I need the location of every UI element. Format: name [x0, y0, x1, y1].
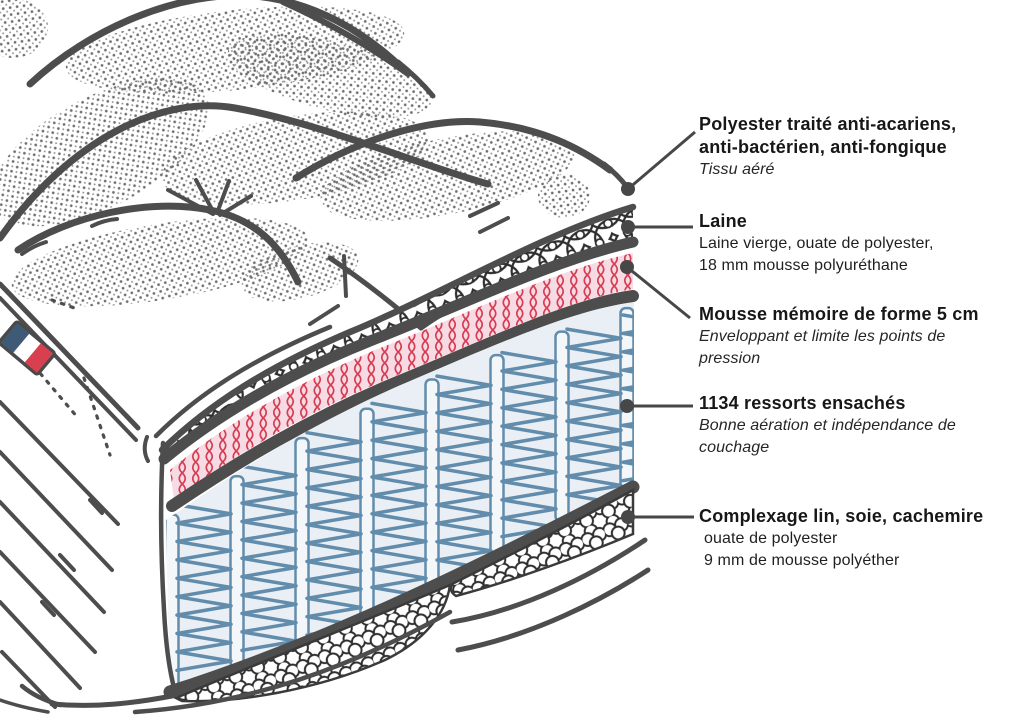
callout-title-line: Laine	[699, 211, 748, 231]
callout-complex: Complexage lin, soie, cachemire ouate de …	[699, 505, 1014, 571]
panel-hatching	[0, 400, 120, 709]
callout-title-line: anti-bactérien, anti-fongique	[699, 137, 947, 157]
spring-coil	[175, 502, 233, 673]
callout-title-line: Mousse mémoire de forme 5 cm	[699, 304, 979, 324]
spring-coil	[370, 401, 428, 599]
callout-title-line: Polyester traité anti-acariens,	[699, 114, 957, 134]
callout-desc-line: 9 mm de mousse polyéther	[704, 551, 900, 569]
dark-band-1	[158, 236, 639, 465]
callout-title-line: 1134 ressorts ensachés	[699, 393, 906, 413]
callout-desc-line: couchage	[699, 438, 770, 456]
callout-desc-line: Bonne aération et indépendance de	[699, 417, 956, 434]
spring-pocket-bar	[554, 330, 570, 523]
wool-layer	[162, 207, 633, 460]
fabric-edge-line	[158, 203, 637, 454]
callout-desc-line: 18 mm mousse polyuréthane	[699, 256, 908, 274]
callout-desc-line: pression	[699, 349, 761, 367]
dark-band-2	[166, 290, 639, 512]
spring-coil	[565, 327, 623, 506]
spring-coil	[500, 350, 558, 539]
side-panel	[0, 281, 175, 714]
french-flag-tag	[0, 320, 56, 376]
callout-desc-line: Tissu aéré	[699, 161, 775, 178]
callout-desc-line: Laine vierge, ouate de polyester,	[699, 235, 934, 252]
callout-title-line: Complexage lin, soie, cachemire	[699, 506, 984, 526]
leader-lines	[620, 130, 696, 524]
spring-pocket-bar	[229, 474, 245, 669]
quilted-top	[0, 0, 630, 439]
callout-memory-foam: Mousse mémoire de forme 5 cm Enveloppant …	[699, 303, 1014, 369]
cover-sweep-lines	[132, 440, 651, 715]
spring-coil	[240, 464, 298, 653]
dark-band-3	[163, 480, 640, 699]
spring-pocket-bar	[424, 378, 440, 589]
memory-foam-layer	[170, 253, 633, 500]
spring-coil	[435, 374, 493, 572]
callout-fabric: Polyester traité anti-acariens, anti-bact…	[699, 113, 1014, 181]
callout-desc-line: Enveloppant et limite les points de	[699, 328, 946, 345]
callout-desc-line: ouate de polyester	[704, 530, 838, 547]
stitch-dots	[32, 298, 112, 457]
spring-coil	[305, 430, 363, 637]
